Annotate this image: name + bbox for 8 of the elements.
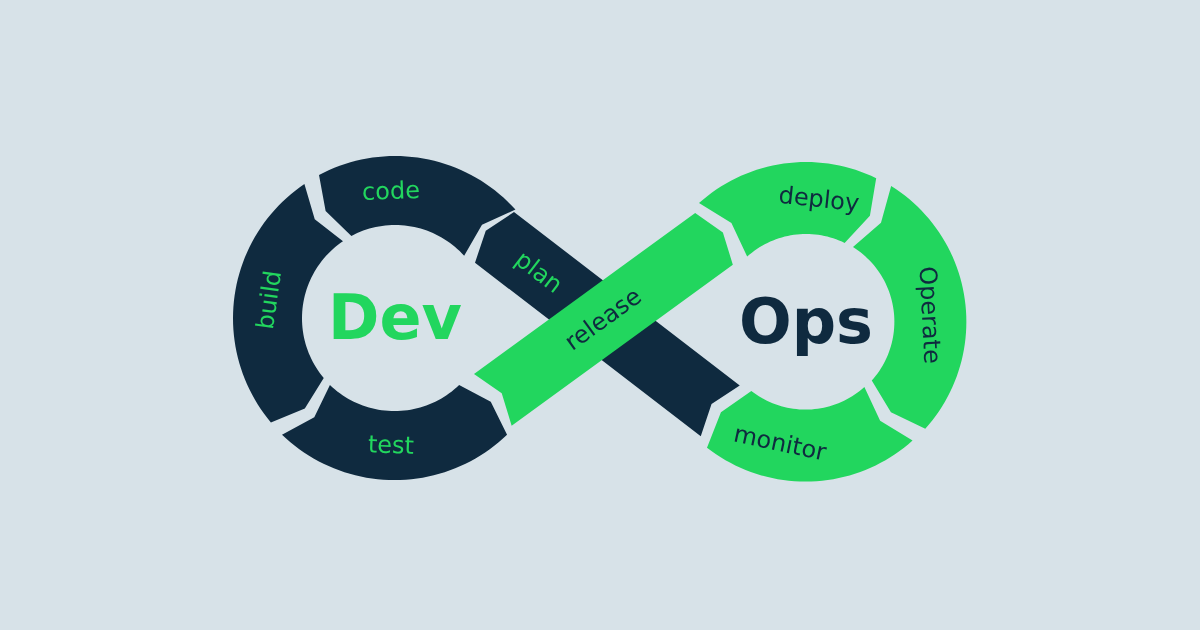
stage-label: monitor (731, 421, 829, 465)
stage-label: Operate (915, 266, 945, 365)
stage-label: test (367, 432, 414, 459)
stage-label: code (361, 177, 420, 204)
stage-label: plan (511, 247, 568, 298)
stage-label: build (252, 269, 285, 332)
stage-label: deploy (777, 182, 861, 215)
loop-label: Dev (328, 287, 462, 349)
